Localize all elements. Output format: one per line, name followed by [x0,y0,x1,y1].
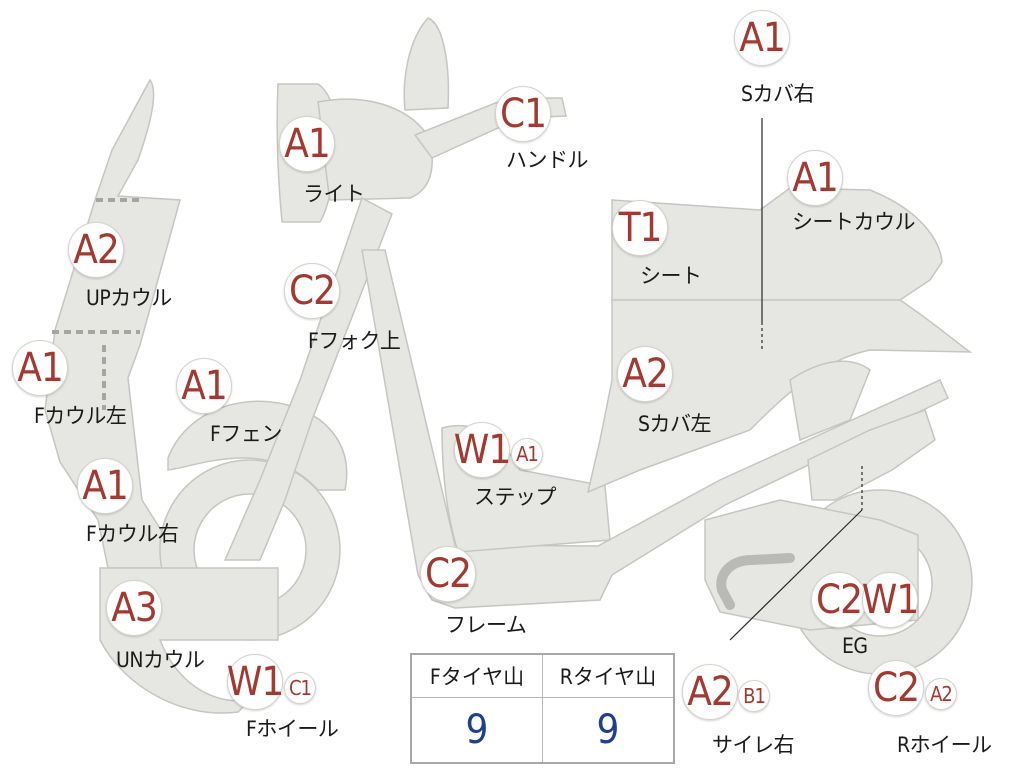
label-s-cover-left: Sカバ左 [638,412,712,436]
label-r-wheel: Rホイール [897,733,992,757]
grade-badge-frame: C2 [420,546,476,602]
mirror-shape [403,17,450,111]
label-light: ライト [303,182,365,206]
grade-badge-step: W1 [454,422,511,478]
grade-badge-un-cowl: A3 [106,580,162,636]
grade-badge-side-cover-right: A2 [682,664,738,720]
label-s-cover-right: Sカバ右 [741,82,815,106]
label-seat-cowl: シートカウル [792,210,916,234]
grade-badge-r-wheel: C2 [868,660,924,716]
label-f-wheel: Fホイール [246,717,339,741]
label-handle: ハンドル [506,148,589,172]
grade-badge-s-cover-right: A1 [734,10,790,66]
grade-badge-seat: T1 [612,200,668,256]
label-frame: フレーム [445,613,527,637]
side-body-shape [586,299,973,494]
grade-badge-handle: C1 [495,86,551,142]
label-seat: シート [640,264,702,288]
grade-badge-up-cowl: A2 [68,222,124,278]
label-f-cowl-left: Fカウル左 [34,404,127,428]
tire-table-header-row: Fタイヤ山 Rタイヤ山 [410,653,675,698]
label-side-cover-right: サイレ右 [712,733,795,757]
grade-badge-r-wheel-secondary: A2 [925,678,957,710]
exhaust-pipe [716,553,795,610]
tire-table-value-row: 9 9 [410,697,675,764]
front-tire-value: 9 [410,697,543,764]
grade-badge-f-wheel: W1 [227,654,284,710]
grade-badge-eg: C2 [811,572,867,628]
grade-badge-f-wheel-secondary: C1 [284,672,316,704]
label-up-cowl: UPカウル [86,286,172,310]
grade-badge-f-cowl-right: A1 [77,458,133,514]
grade-badge-s-cover-left: A2 [617,346,673,402]
rear-fender-shape [789,360,871,442]
label-f-fork-upper: Fフォク上 [308,329,401,353]
side-cover-right-leader [729,509,863,641]
front-cowl-shape [44,78,181,569]
rear-tire-value: 9 [542,697,675,764]
label-f-fender: Fフェン [210,422,282,446]
grade-badge-step-secondary: A1 [511,438,543,470]
grade-badge-f-fender: A1 [176,358,232,414]
tire-tread-table: Fタイヤ山 Rタイヤ山 9 9 [410,653,675,764]
grade-badge-eg-secondary: W1 [862,572,919,628]
seat-shape [611,187,943,301]
grade-badge-seat-cowl: A1 [787,150,843,206]
rear-shock-shape [807,409,936,501]
label-step: ステップ [474,485,557,509]
grade-badge-f-fork-upper: C2 [284,263,340,319]
front-tire-header: Fタイヤ山 [410,653,543,698]
grade-badge-f-cowl-left: A1 [12,340,68,396]
label-f-cowl-right: Fカウル右 [86,522,179,546]
label-un-cowl: UNカウル [116,648,205,672]
grade-badge-side-cover-right-secondary: B1 [738,680,770,712]
grade-badge-light: A1 [279,116,335,172]
rear-tire-header: Rタイヤ山 [542,653,675,698]
label-eg: EG [842,634,868,658]
fork-shape [223,196,393,561]
